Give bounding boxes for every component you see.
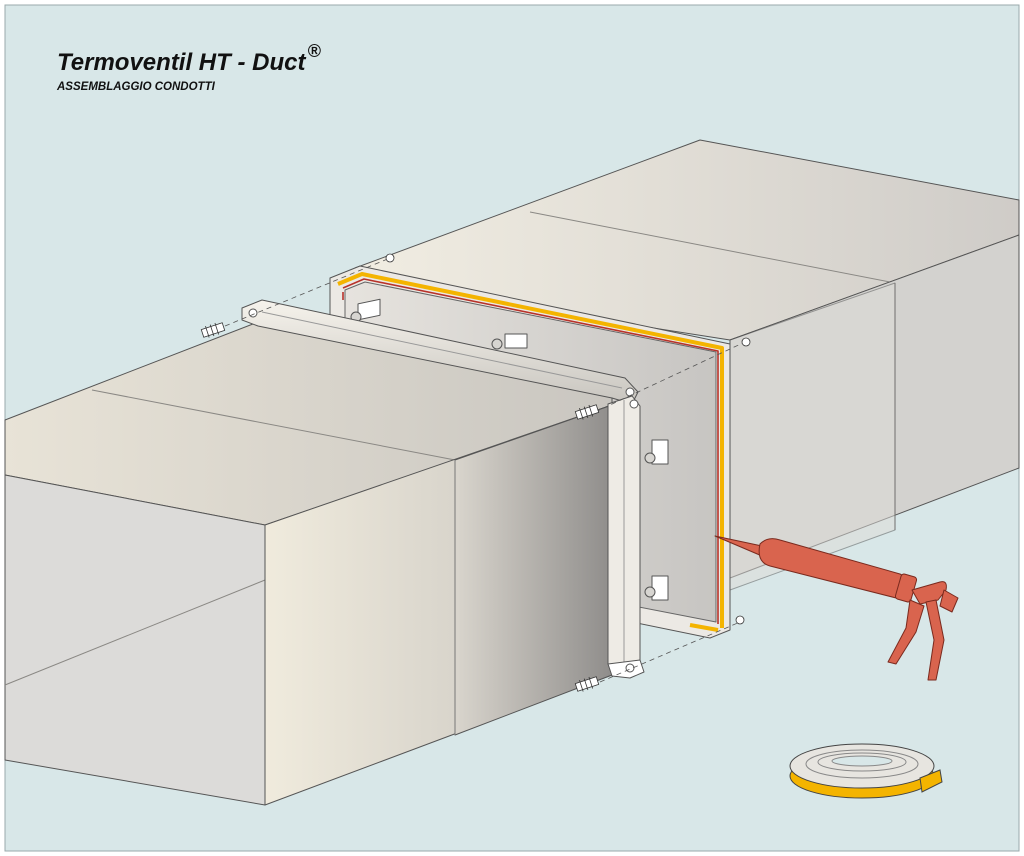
- trademark-symbol: ®: [307, 41, 321, 61]
- page-title: Termoventil HT - Duct®: [57, 40, 321, 78]
- screw-icon: [200, 322, 226, 338]
- back-duct: [354, 139, 1020, 591]
- title-text: Termoventil HT - Duct: [57, 49, 306, 76]
- front-duct: [4, 321, 613, 806]
- page-subtitle: ASSEMBLAGGIO CONDOTTI: [57, 81, 215, 93]
- red-gasket-line: [342, 278, 719, 624]
- screw-icon: [574, 676, 600, 692]
- flange-clip-icon: [644, 575, 669, 601]
- sealant-gun-icon: [714, 535, 959, 681]
- alignment-lines: [224, 257, 746, 683]
- flange-clip-icon: [350, 298, 381, 323]
- screw-icon: [574, 404, 600, 420]
- front-duct-left-face: [4, 474, 266, 806]
- flange-clip-icon: [644, 439, 669, 465]
- title-block: Termoventil HT - Duct® ASSEMBLAGGIO COND…: [57, 40, 321, 93]
- sealing-tape-roll-icon: [789, 743, 943, 799]
- sealing-tape-strip: [337, 272, 724, 628]
- flange-clip-icon: [491, 333, 528, 350]
- front-flange: [241, 299, 645, 679]
- nut-icon: [385, 253, 751, 625]
